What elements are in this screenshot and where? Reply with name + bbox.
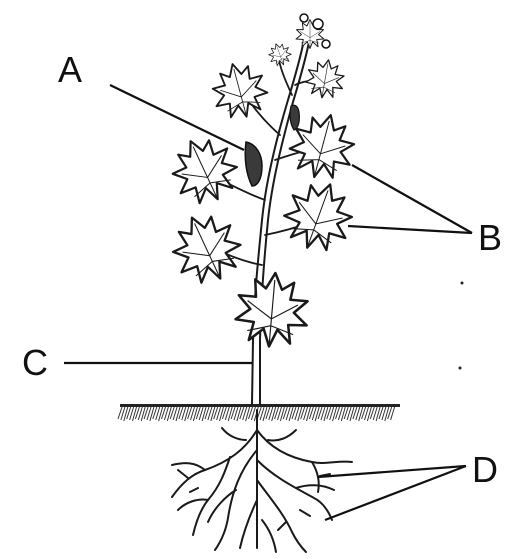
- label-c: C: [22, 342, 48, 383]
- specks: [459, 282, 464, 370]
- label-d: D: [472, 449, 498, 490]
- label-b: B: [478, 217, 502, 258]
- leaf-top-left: [207, 57, 272, 123]
- leaf-right-middle: [277, 173, 361, 258]
- leaf-top-right: [304, 57, 347, 101]
- leaves: [162, 20, 360, 350]
- leader-b-lower: [348, 226, 472, 233]
- labels: A B C D: [22, 49, 502, 490]
- leader-b-upper: [352, 165, 472, 233]
- leaf-left-lower: [162, 204, 249, 292]
- roots: [172, 410, 352, 552]
- label-a: A: [58, 49, 82, 90]
- leaf-left-upper: [163, 128, 246, 212]
- leaf-lower: [233, 270, 310, 350]
- soil-surface: [118, 404, 400, 421]
